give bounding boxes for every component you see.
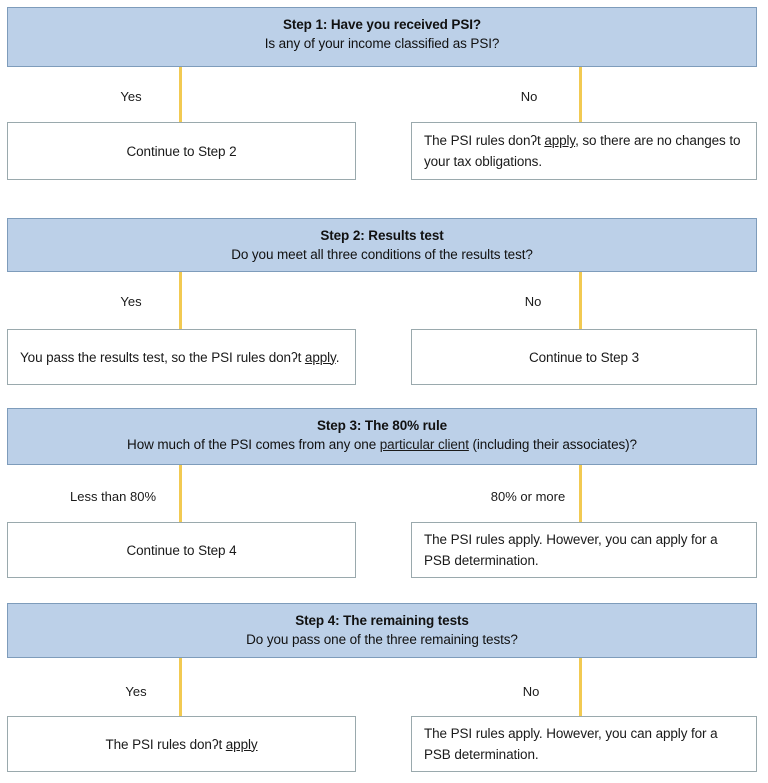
step-3-connector-less bbox=[179, 465, 182, 522]
apply-link[interactable]: apply bbox=[304, 349, 336, 365]
step-3-outcome-less[interactable]: Continue to Step 4 bbox=[7, 522, 356, 578]
step-3-outcome-more[interactable]: The PSI rules apply. However, you can ap… bbox=[411, 522, 757, 578]
step-4-outcome-no-text: The PSI rules apply. However, you can ap… bbox=[424, 726, 718, 762]
step-4-branch-yes-label: Yes bbox=[125, 684, 147, 699]
step-4-outcome-no[interactable]: The PSI rules apply. However, you can ap… bbox=[411, 716, 757, 772]
step-1-subtitle: Is any of your income classified as PSI? bbox=[264, 36, 500, 51]
step-4-header: Step 4: The remaining tests Do you pass … bbox=[7, 603, 757, 658]
step-1-connector-yes bbox=[179, 67, 182, 122]
step-2-header: Step 2: Results test Do you meet all thr… bbox=[7, 218, 757, 272]
step-4-outcome-yes-text: The PSI rules donʔt apply bbox=[105, 736, 258, 752]
step-2-outcome-yes[interactable]: You pass the results test, so the PSI ru… bbox=[7, 329, 356, 385]
step-3-header: Step 3: The 80% rule How much of the PSI… bbox=[7, 408, 757, 465]
step-1-connector-no bbox=[579, 67, 582, 122]
step-2-connector-yes bbox=[179, 272, 182, 329]
step-3-subtitle: How much of the PSI comes from any one p… bbox=[127, 437, 637, 452]
step-2-title: Step 2: Results test bbox=[320, 228, 444, 243]
step-3-connector-more bbox=[579, 465, 582, 522]
step-2-connector-no bbox=[579, 272, 582, 329]
step-2-outcome-yes-text: You pass the results test, so the PSI ru… bbox=[20, 349, 340, 365]
step-1-outcome-yes[interactable]: Continue to Step 2 bbox=[7, 122, 356, 180]
particular-client-link[interactable]: particular client bbox=[379, 437, 469, 452]
step-4-connector-no bbox=[579, 658, 582, 716]
step-3-branch-more-label: 80% or more bbox=[490, 489, 566, 504]
step-3-outcome-less-text: Continue to Step 4 bbox=[126, 542, 237, 558]
step-4-connector-yes bbox=[179, 658, 182, 716]
step-3-outcome-more-text: The PSI rules apply. However, you can ap… bbox=[424, 532, 718, 568]
step-3-title: Step 3: The 80% rule bbox=[316, 418, 448, 433]
step-2-outcome-no-text: Continue to Step 3 bbox=[528, 349, 640, 365]
apply-link[interactable]: apply bbox=[225, 736, 258, 752]
step-2-branch-no-label: No bbox=[524, 294, 542, 309]
step-4-title: Step 4: The remaining tests bbox=[295, 613, 469, 628]
step-4-subtitle: Do you pass one of the three remaining t… bbox=[246, 632, 518, 647]
step-1-title: Step 1: Have you received PSI? bbox=[282, 17, 482, 32]
step-1-outcome-no[interactable]: The PSI rules donʔt apply, so there are … bbox=[411, 122, 757, 180]
step-1-outcome-no-text: The PSI rules donʔt apply, so there are … bbox=[424, 133, 741, 169]
step-2-subtitle: Do you meet all three conditions of the … bbox=[231, 247, 533, 262]
step-2-outcome-no[interactable]: Continue to Step 3 bbox=[411, 329, 757, 385]
step-1-branch-yes-label: Yes bbox=[120, 89, 142, 104]
step-1-outcome-yes-text: Continue to Step 2 bbox=[126, 143, 237, 159]
step-1-header: Step 1: Have you received PSI? Is any of… bbox=[7, 7, 757, 67]
step-3-branch-less-label: Less than 80% bbox=[69, 489, 157, 504]
step-4-branch-no-label: No bbox=[522, 684, 540, 699]
step-2-branch-yes-label: Yes bbox=[120, 294, 142, 309]
step-4-outcome-yes[interactable]: The PSI rules donʔt apply bbox=[7, 716, 356, 772]
apply-link[interactable]: apply bbox=[544, 133, 576, 148]
step-1-branch-no-label: No bbox=[520, 89, 538, 104]
